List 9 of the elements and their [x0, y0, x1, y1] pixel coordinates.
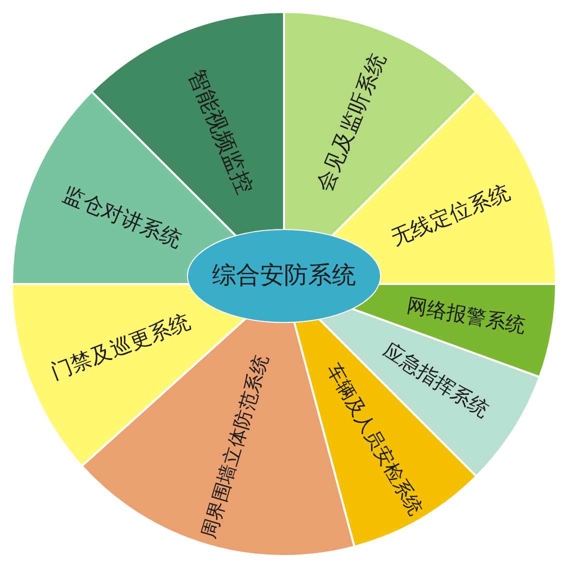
sector-label: 应急指挥系统 [379, 339, 492, 422]
sector-label: 周界围墙立体防范系统 [198, 352, 273, 542]
sector-label: 智能视频监控 [184, 66, 258, 198]
sector-label: 监仓对讲系统 [60, 182, 186, 252]
sector-label: 门禁及巡更系统 [48, 309, 194, 384]
sector-label: 无线定位系统 [388, 180, 514, 250]
sector-label: 网络报警系统 [405, 294, 528, 338]
sector-label: 会见及监听系统 [312, 50, 390, 195]
center-label: 综合安防系统 [212, 263, 356, 289]
